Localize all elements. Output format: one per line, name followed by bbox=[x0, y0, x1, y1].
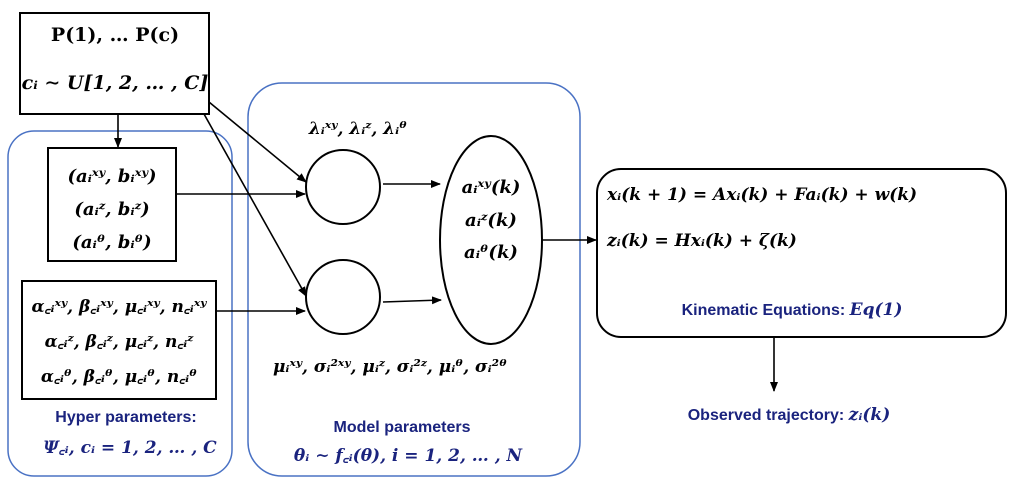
ab-line-1: (aᵢˣʸ, bᵢˣʸ) bbox=[67, 166, 156, 187]
observed-text: Observed trajectory: bbox=[688, 407, 849, 424]
mu-sigma-node bbox=[305, 259, 381, 335]
prior-line-1: P(1), … P(c) bbox=[51, 24, 179, 46]
hyper-parameters-title: Hyper parameters: bbox=[55, 409, 196, 426]
ab-line-2: (aᵢᶻ, bᵢᶻ) bbox=[74, 199, 149, 220]
kinematic-caption-math: Eq(1) bbox=[849, 300, 903, 320]
hyper-parameters-formula: Ψ꜀ᵢ, cᵢ = 1, 2, … , C bbox=[43, 438, 217, 458]
arrow-prior-to-mu bbox=[203, 113, 307, 297]
observed-trajectory-label: Observed trajectory: zᵢ(k) bbox=[688, 405, 891, 425]
accel-line-3: aᵢᶿ(k) bbox=[464, 242, 518, 263]
kinematic-caption-text: Kinematic Equations: bbox=[682, 302, 850, 319]
kinematic-equation-1: xᵢ(k + 1) = Axᵢ(k) + Faᵢ(k) + w(k) bbox=[606, 185, 917, 205]
kinematic-equations-box bbox=[596, 168, 1007, 338]
kinematic-equation-2: zᵢ(k) = Hxᵢ(k) + ζ(k) bbox=[606, 231, 797, 251]
kinematic-caption: Kinematic Equations: Eq(1) bbox=[682, 300, 903, 320]
ab-parameters-box bbox=[47, 147, 177, 262]
lambda-node bbox=[305, 149, 381, 225]
greek-parameters-box bbox=[21, 280, 217, 400]
greek-line-2: α꜀ᵢᶻ, β꜀ᵢᶻ, μ꜀ᵢᶻ, n꜀ᵢᶻ bbox=[45, 332, 195, 352]
model-parameters-group bbox=[247, 82, 581, 477]
arrow-mu-to-accel bbox=[382, 296, 442, 305]
mu-sigma-label: μᵢˣʸ, σᵢ²ˣʸ, μᵢᶻ, σᵢ²ᶻ, μᵢᶿ, σᵢ²ᶿ bbox=[273, 357, 507, 377]
lambda-label: λᵢˣʸ, λᵢᶻ, λᵢᶿ bbox=[308, 119, 407, 139]
arrow-prior-to-lambda bbox=[208, 101, 307, 183]
model-parameters-title: Model parameters bbox=[334, 419, 471, 436]
accel-line-1: aᵢˣʸ(k) bbox=[462, 177, 521, 198]
observed-math: zᵢ(k) bbox=[848, 405, 891, 425]
prior-box bbox=[19, 12, 210, 115]
acceleration-node bbox=[439, 135, 543, 345]
hyper-parameters-group bbox=[7, 130, 233, 477]
model-parameters-formula: θᵢ ∼ f꜀ᵢ(θ), i = 1, 2, … , N bbox=[294, 446, 524, 466]
ab-line-3: (aᵢᶿ, bᵢᶿ) bbox=[72, 232, 151, 253]
prior-line-2: cᵢ ∼ U[1, 2, … , C] bbox=[22, 72, 209, 94]
greek-line-3: α꜀ᵢᶿ, β꜀ᵢᶿ, μ꜀ᵢᶿ, n꜀ᵢᶿ bbox=[41, 367, 197, 387]
accel-line-2: aᵢᶻ(k) bbox=[465, 210, 517, 231]
greek-line-1: α꜀ᵢˣʸ, β꜀ᵢˣʸ, μ꜀ᵢˣʸ, n꜀ᵢˣʸ bbox=[32, 297, 208, 317]
